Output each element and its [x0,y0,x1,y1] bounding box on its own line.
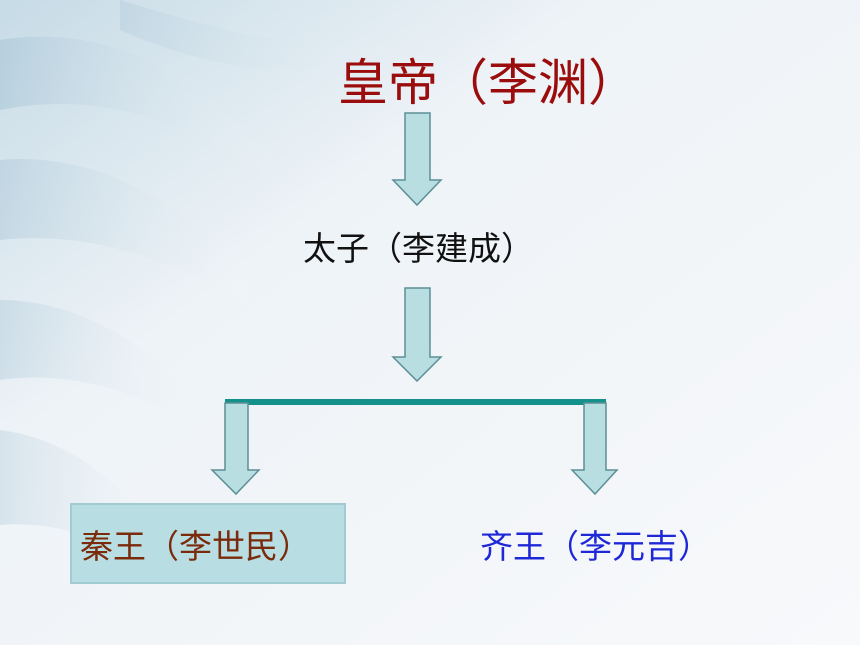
down-arrow-to-qin [210,402,261,496]
node-emperor: 皇帝（李渊） [338,54,638,112]
branch-connector-line [225,399,606,405]
node-prince-qin: 秦王（李世民） [80,527,311,566]
node-crown-prince: 太子（李建成） [303,229,534,268]
down-arrow-to-qi [570,402,619,496]
down-arrow-crown-to-branch [391,287,443,383]
down-arrow-emperor-to-crown [391,112,443,207]
highlight-box-qin [70,503,346,584]
node-prince-qi: 齐王（李元吉） [480,527,711,566]
